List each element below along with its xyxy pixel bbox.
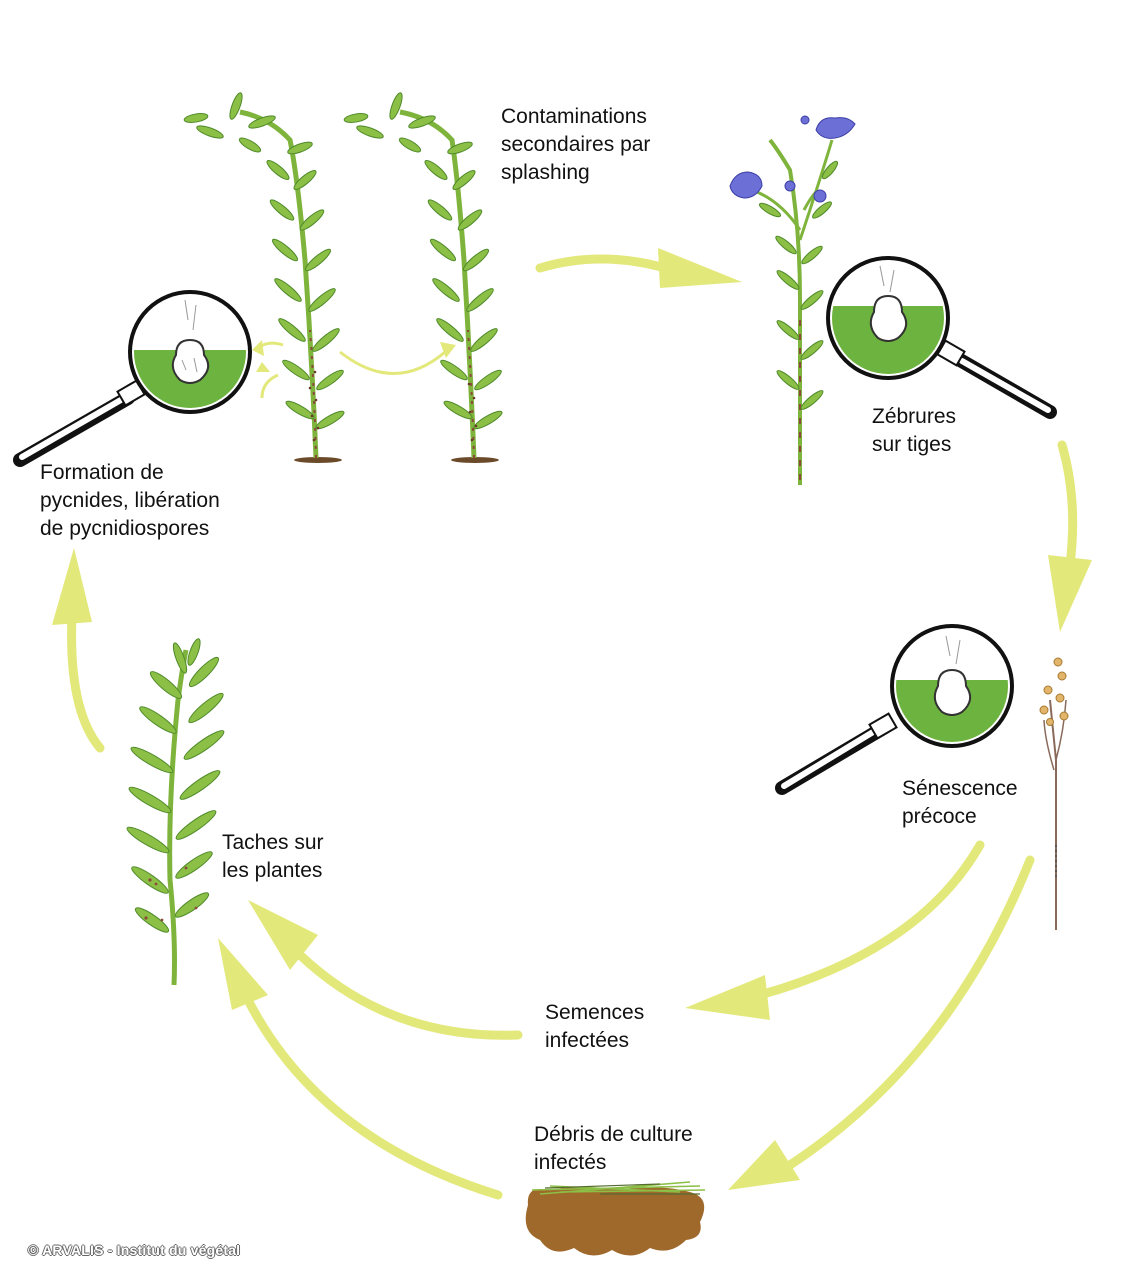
label-formation-line-1: Formation de — [40, 461, 164, 484]
arrow-head-left — [52, 548, 92, 625]
splash-arrow-heads — [252, 340, 456, 372]
label-taches: Taches sur les plantes — [222, 829, 324, 885]
arrow-semences-to-taches — [295, 950, 523, 1040]
label-formation-line-3: de pycnidiospores — [40, 517, 210, 540]
label-zebrures: Zébrures sur tiges — [872, 403, 956, 459]
label-senescence-line-2: précoce — [902, 805, 977, 828]
arrow-head-taches-1 — [248, 900, 318, 970]
arrow-head-semences — [685, 975, 770, 1020]
label-contaminations: Contaminations secondaires par splashing — [501, 103, 650, 187]
crop-debris — [525, 1181, 706, 1256]
arrow-right-down — [1057, 440, 1078, 570]
arrow-head-debris — [728, 1140, 800, 1190]
label-taches-line-1: Taches sur — [222, 831, 324, 854]
label-debris: Débris de culture infectés — [534, 1121, 693, 1177]
label-zebrures-line-1: Zébrures — [872, 405, 957, 428]
label-contaminations-line-1: Contaminations — [501, 105, 647, 128]
flax-plant-2 — [343, 92, 503, 463]
label-contaminations-line-3: splashing — [501, 161, 590, 184]
label-senescence: Sénescence précoce — [902, 775, 1018, 831]
flax-flowers — [729, 115, 856, 203]
label-senescence-line-1: Sénescence — [902, 777, 1018, 800]
arrow-head-taches-2 — [218, 938, 268, 1010]
magnifier-pycnide-left — [13, 290, 252, 467]
copyright-notice: © ARVALIS - Institut du végétal — [28, 1242, 241, 1258]
splash-arrows — [257, 341, 446, 399]
magnifier-pycnide-right — [826, 256, 1057, 419]
label-debris-line-1: Débris de culture — [534, 1123, 693, 1146]
magnifier-pycnide-senescence — [775, 624, 1014, 795]
label-formation: Formation de pycnides, libération de pyc… — [40, 459, 220, 543]
arrow-left-up — [67, 610, 105, 753]
arrow-senescence-to-debris — [785, 855, 1035, 1170]
label-zebrures-line-2: sur tiges — [872, 433, 952, 456]
label-debris-line-2: infectés — [534, 1151, 607, 1174]
young-flax-plant — [126, 638, 225, 986]
arrow-heads — [52, 248, 1092, 1190]
label-semences: Semences infectées — [545, 999, 644, 1055]
arrow-top — [535, 254, 670, 273]
arrow-debris-to-taches — [243, 995, 503, 1200]
label-semences-line-1: Semences — [545, 1001, 645, 1024]
flowering-flax-plant — [729, 115, 856, 485]
label-semences-line-2: infectées — [545, 1029, 630, 1052]
senescent-plant — [1039, 657, 1069, 930]
arrow-senescence-to-semences — [755, 840, 985, 1000]
label-formation-line-2: pycnides, libération — [40, 489, 220, 512]
cycle-arrows — [67, 254, 1078, 1200]
label-contaminations-line-2: secondaires par — [501, 133, 651, 156]
flax-plant-1 — [183, 92, 345, 463]
arrow-head-top — [658, 248, 742, 288]
arrow-head-right — [1048, 555, 1092, 632]
label-taches-line-2: les plantes — [222, 859, 323, 882]
